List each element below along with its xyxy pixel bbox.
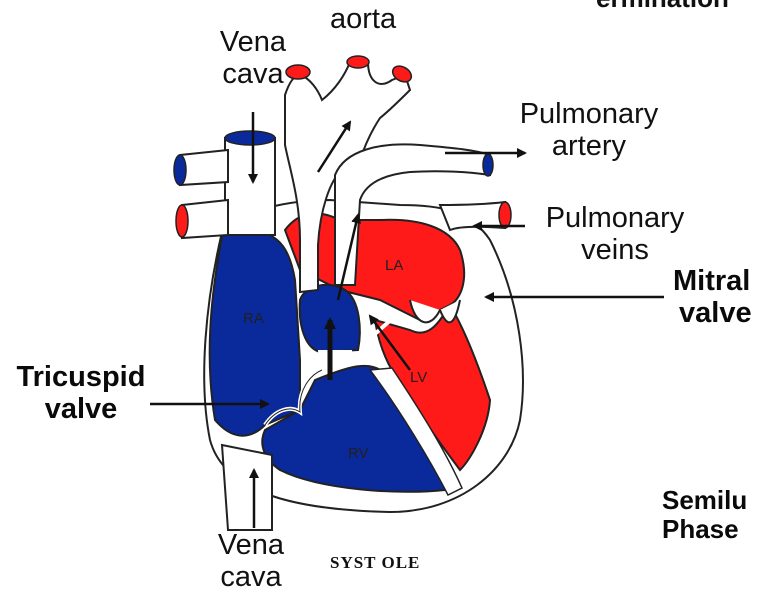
label-semilunar-phase-line1: Semilu [662,486,747,515]
label-mitral-valve-line2: valve [673,298,752,330]
label-vena-cava-top-line2: cava [208,59,298,91]
label-vena-cava-bottom: Vena cava [206,530,296,594]
chamber-label-rv: RV [348,445,369,462]
label-pulmonary-veins-line2: veins [540,235,690,267]
label-aorta: aorta [330,4,396,36]
label-tricuspid-valve: Tricuspid valve [6,362,156,426]
left-lower-vessel-cap [176,205,188,237]
label-pulmonary-artery-line1: Pulmonary [514,99,664,131]
label-semilunar-phase-line2: Phase [662,515,747,544]
label-pulmonary-artery: Pulmonary artery [514,99,664,163]
left-lower-vessel [182,200,228,238]
label-pulmonary-veins: Pulmonary veins [540,203,690,267]
label-vena-cava-bottom-line1: Vena [206,530,296,562]
label-vena-cava-bottom-line2: cava [206,562,296,594]
partial-header-text: ermination [596,0,729,13]
chamber-label-ra: RA [243,310,264,327]
superior-vena-cava [225,138,275,235]
aorta-branch-cap-2 [347,56,369,68]
label-tricuspid-valve-line2: valve [6,394,156,426]
inferior-vena-cava [222,445,272,530]
label-pulmonary-veins-line1: Pulmonary [540,203,690,235]
pulmonary-vein-cap [499,202,511,228]
pulmonary-artery-cap [483,154,493,176]
label-tricuspid-valve-line1: Tricuspid [6,362,156,394]
label-pulmonary-artery-line2: artery [514,131,664,163]
label-vena-cava-top-line1: Vena [208,27,298,59]
label-mitral-valve: Mitral valve [673,266,752,330]
chamber-label-la: LA [385,257,403,274]
superior-vena-cava-cap [225,131,275,145]
label-mitral-valve-line1: Mitral [673,266,752,298]
left-upper-vessel-cap [174,155,186,185]
left-upper-vessel [180,150,228,185]
label-vena-cava-top: Vena cava [208,27,298,91]
caption-systole: SYST OLE [330,553,420,573]
label-semilunar-phase: Semilu Phase [662,486,747,543]
chamber-label-lv: LV [410,369,427,386]
